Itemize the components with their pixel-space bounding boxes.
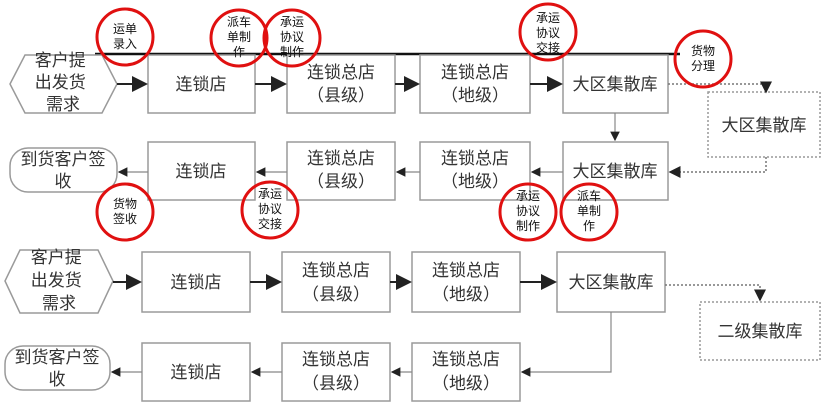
county-store-label: 连锁总店（县级） (302, 261, 370, 305)
chain-store-label: 连锁店 (176, 75, 227, 95)
chain-store-label: 连锁店 (176, 162, 227, 182)
customer-request-label: 客户提 出发货 需求 (31, 248, 87, 314)
chain-store-label: 连锁店 (171, 273, 222, 293)
dashed-arrow (668, 157, 767, 178)
regional-hub-label: 大区集散库 (573, 75, 658, 95)
county-store-label: 连锁总店（县级） (307, 149, 375, 192)
dashed-arrow (668, 81, 772, 94)
svg-text:承运协议制作: 承运协议制作 (516, 189, 540, 233)
chain-store-label: 连锁店 (171, 363, 222, 383)
annotation-dispatch-order: 派车单制作 (559, 182, 619, 242)
city-store-label: 连锁总店（地级） (441, 63, 509, 106)
annotation-contract-making: 承运协议制作 (498, 182, 558, 242)
city-store-node (411, 251, 521, 313)
svg-text:承运协议制作: 承运协议制作 (280, 15, 304, 59)
customer-sign-node (9, 147, 118, 193)
city-store-label: 连锁总店（地级） (432, 261, 500, 305)
secondary-hub-node (699, 301, 821, 361)
regional-hub-dashed-label: 大区集散库 (722, 116, 807, 136)
chain-store-node (141, 342, 251, 402)
svg-text:货物分理: 货物分理 (691, 43, 715, 73)
annotation-contract-making: 承运协议制作 (262, 8, 322, 68)
regional-hub-label: 大区集散库 (573, 162, 658, 182)
svg-text:派车单制作: 派车单制作 (227, 14, 251, 59)
svg-text:运单录入: 运单录入 (113, 22, 137, 51)
customer-sign-label: 到货客户签收 (15, 348, 100, 390)
customer-request-label: 客户提 出发货 需求 (35, 51, 91, 115)
customer-sign-label: 到货客户签收 (21, 150, 106, 192)
regional-hub-label: 大区集散库 (569, 273, 654, 293)
city-store-node (419, 54, 531, 114)
annotation-goods-receipt: 货物签收 (95, 182, 155, 242)
svg-text:承运协议交接: 承运协议交接 (536, 11, 560, 55)
annotation-contract-handover: 承运协议交接 (240, 180, 300, 240)
secondary-hub-label: 二级集散库 (718, 322, 803, 342)
city-store-label: 连锁总店（地级） (441, 149, 509, 192)
regional-hub-node (562, 141, 669, 201)
annotation-goods-sorting: 货物分理 (673, 29, 733, 89)
regional-hub-node (562, 54, 669, 114)
chain-store-node (147, 141, 256, 201)
annotation-dispatch-order: 派车单制作 (209, 8, 269, 68)
dashed-arrow (665, 284, 766, 302)
annotation-contract-handover: 承运协议交接 (518, 2, 578, 62)
county-store-node (286, 141, 396, 201)
county-store-label: 连锁总店（县级） (302, 350, 370, 394)
customer-request-node (4, 249, 114, 314)
arrow (520, 312, 612, 377)
annotation-waybill-entry: 运单录入 (95, 7, 155, 67)
regional-hub-node (556, 251, 666, 313)
county-store-label: 连锁总店（县级） (307, 63, 375, 106)
svg-text:承运协议交接: 承运协议交接 (258, 187, 282, 231)
svg-text:货物签收: 货物签收 (113, 196, 137, 226)
city-store-label: 连锁总店（地级） (432, 350, 500, 394)
customer-sign-node (4, 345, 111, 391)
svg-text:派车单制作: 派车单制作 (577, 188, 601, 233)
